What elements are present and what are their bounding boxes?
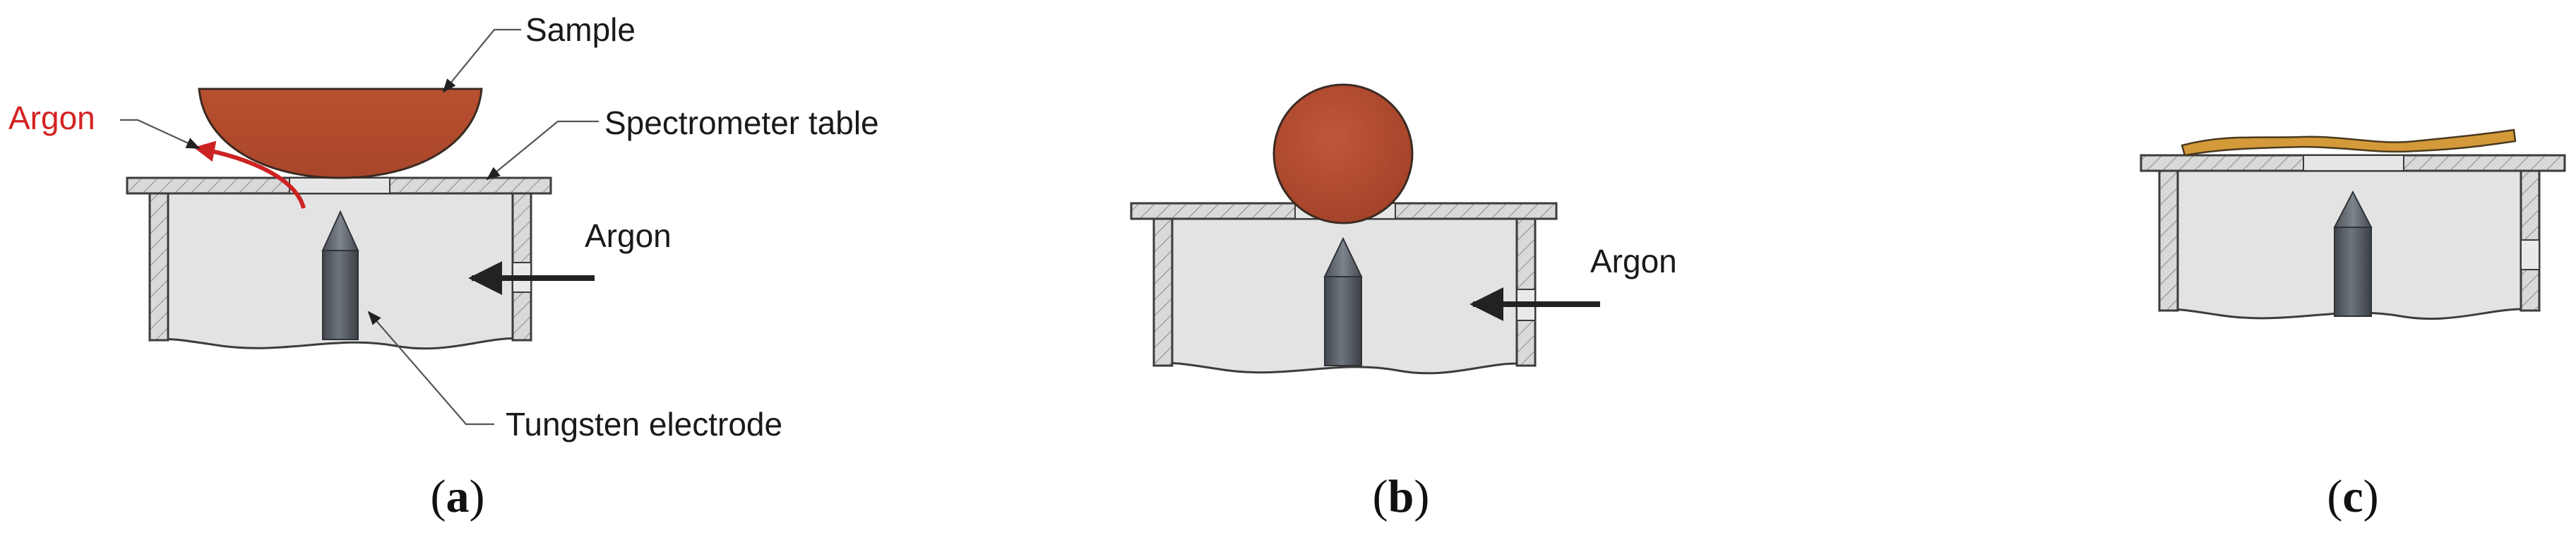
label-argon-red: Argon (8, 100, 95, 136)
electrode-tip-b (1323, 236, 1363, 277)
caption-b: (b) (1373, 471, 1430, 522)
sample-foil-c (2181, 128, 2517, 157)
chamber-wall-left-a (148, 188, 169, 342)
label-sample: Sample (525, 11, 636, 48)
gas-inlet-c (2520, 239, 2540, 270)
tungsten-electrode-a (322, 250, 359, 340)
tungsten-electrode-c (2334, 227, 2372, 317)
electrode-tip-c (2333, 190, 2373, 228)
panel-a: Sample Argon Spectrometer table Argon Tu… (8, 11, 879, 522)
chamber-wall-left-b (1152, 209, 1174, 367)
label-spectrometer-table: Spectrometer table (604, 104, 879, 141)
panel-b: Argon (b) (1130, 83, 1677, 522)
tungsten-electrode-b (1324, 276, 1362, 366)
table-aperture-c (2303, 155, 2404, 172)
chamber-wall-right-b (1515, 209, 1537, 367)
argon-flow-arrow-a (193, 140, 306, 209)
table-aperture-a (289, 177, 390, 194)
label-argon-b: Argon (1590, 243, 1677, 279)
label-argon-a: Argon (585, 217, 672, 254)
chamber-wall-left-c (2158, 167, 2179, 312)
panel-c: (c) (2140, 128, 2566, 522)
sample-a (198, 88, 483, 179)
sample-ball-b (1272, 83, 1414, 224)
electrode-tip-a (321, 210, 359, 251)
caption-a: (a) (431, 471, 485, 522)
label-tungsten-electrode: Tungsten electrode (506, 406, 782, 443)
caption-c: (c) (2327, 471, 2378, 522)
